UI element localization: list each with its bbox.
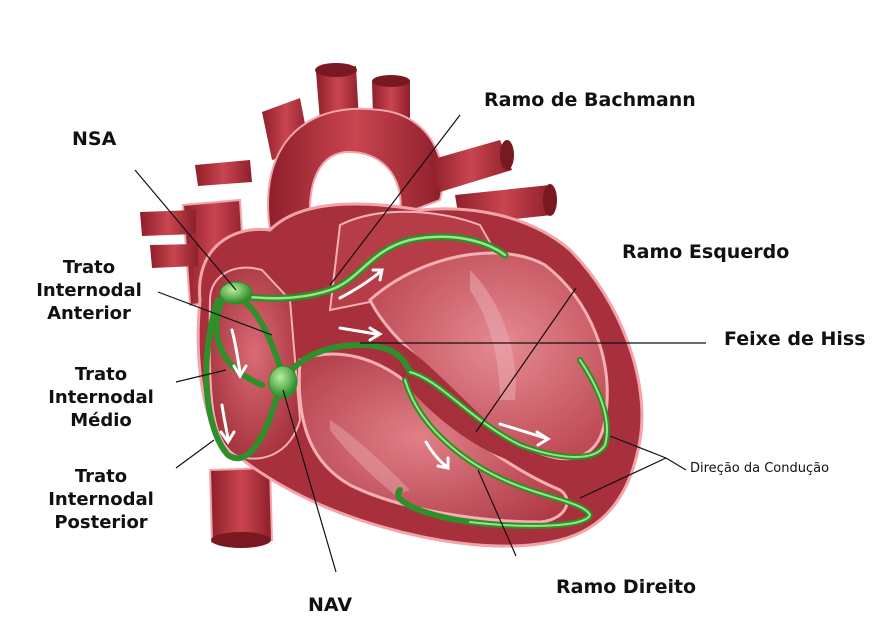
label-line: Médio <box>40 409 162 432</box>
label-ramo-esquerdo: Ramo Esquerdo <box>622 241 789 264</box>
label-trato-posterior: Trato Internodal Posterior <box>40 465 162 534</box>
label-line: Trato <box>40 465 162 488</box>
label-line: Trato <box>28 256 150 279</box>
label-ramo-direito: Ramo Direito <box>556 576 696 599</box>
label-nsa: NSA <box>72 128 116 151</box>
label-nav: NAV <box>308 594 352 617</box>
label-line: Posterior <box>40 511 162 534</box>
av-node <box>269 366 297 398</box>
label-line: Internodal <box>40 488 162 511</box>
label-line: Trato <box>40 363 162 386</box>
leader-direcao-3 <box>666 458 686 470</box>
label-feixe-hiss: Feixe de Hiss <box>724 328 866 351</box>
label-bachmann: Ramo de Bachmann <box>484 89 696 112</box>
sa-node <box>220 282 252 304</box>
label-line: Internodal <box>40 386 162 409</box>
label-direcao: Direção da Condução <box>690 457 829 480</box>
label-trato-anterior: Trato Internodal Anterior <box>28 256 150 325</box>
label-line: Internodal <box>28 279 150 302</box>
label-trato-medio: Trato Internodal Médio <box>40 363 162 432</box>
label-line: Anterior <box>28 302 150 325</box>
leader-posterior <box>176 440 214 468</box>
inferior-vena-cava <box>210 468 272 542</box>
